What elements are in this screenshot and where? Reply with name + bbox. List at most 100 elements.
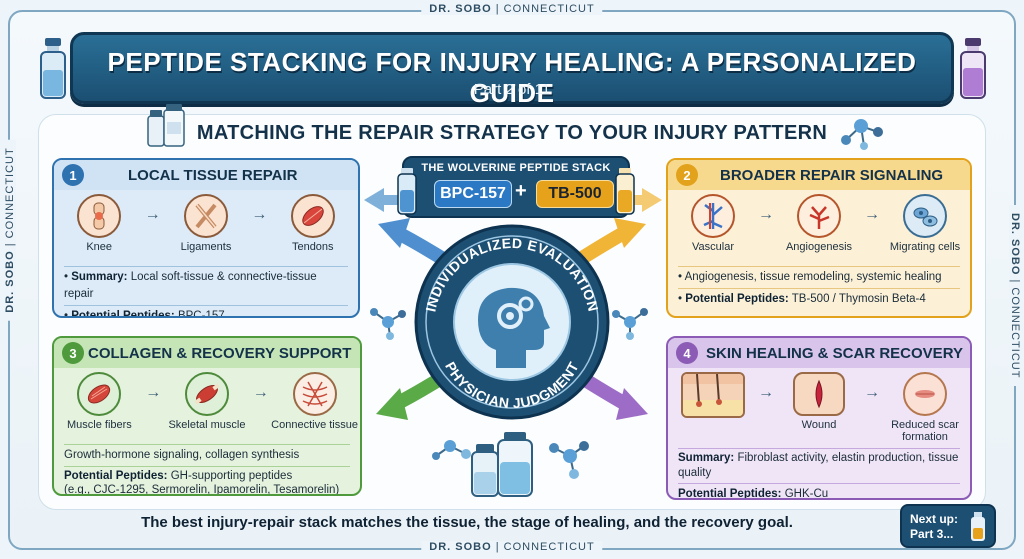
bottom-brand-label: DR. SOBO | CONNECTICUT <box>421 541 603 553</box>
wolverine-stack-box: THE WOLVERINE PEPTIDE STACK BPC-157 + TB… <box>402 156 630 218</box>
card3-icon-label-2: Skeletal muscle <box>168 419 246 431</box>
card4-icon-label-2: Wound <box>801 419 837 431</box>
arrow-right-icon: → <box>758 384 774 401</box>
knee-icon <box>77 194 122 238</box>
card3-peptides: Potential Peptides: GH-supporting peptid… <box>64 470 293 482</box>
vial-blue-icon <box>40 38 66 99</box>
vial-small-icon <box>971 512 985 541</box>
title-banner: PEPTIDE STACKING FOR INJURY HEALING: A P… <box>70 32 954 108</box>
right-brand-label: DR. SOBO | CONNECTICUT <box>1009 205 1021 387</box>
stack-title: THE WOLVERINE PEPTIDE STACK <box>421 162 611 174</box>
card3-icon-label-3: Connective tissue <box>271 419 358 431</box>
card1-icons: Knee → Ligaments → Tendons <box>54 190 358 264</box>
skeletal-muscle-icon <box>184 372 229 416</box>
card4-icon-item <box>668 372 758 421</box>
stack-vial-left-icon <box>397 168 417 215</box>
card3-divider <box>64 444 350 445</box>
arrow-right-icon: → <box>145 384 162 401</box>
vascular-icon <box>691 194 735 238</box>
section-title: MATCHING THE REPAIR STRATEGY TO YOUR INJ… <box>196 122 828 144</box>
svg-text:PHYSICIAN JUDGMENT: PHYSICIAN JUDGMENT <box>442 359 582 411</box>
card4-header: 4 SKIN HEALING & SCAR RECOVERY <box>668 338 970 368</box>
stack-pill-tb: TB-500 <box>536 180 614 208</box>
card2-icon-label-1: Vascular <box>692 241 734 253</box>
card4-icon-item: Reduced scar formation <box>880 372 970 443</box>
card3-icon-item: Connective tissue <box>270 372 360 431</box>
page-subtitle: Part 2 of 11 <box>473 81 551 98</box>
card2-summary: • Angiogenesis, tissue remodeling, syste… <box>678 271 942 283</box>
card2-divider <box>678 266 960 267</box>
page-title: PEPTIDE STACKING FOR INJURY HEALING: A P… <box>107 47 917 108</box>
card3-divider <box>64 466 350 467</box>
molecule-bottom-right-icon <box>549 441 589 479</box>
muscle-fibers-icon <box>77 372 122 416</box>
card4-divider <box>678 448 960 449</box>
molecule-icon <box>841 119 883 150</box>
card1-icon-item: Tendons <box>268 194 358 253</box>
card1-icon-label-2: Ligaments <box>180 241 232 253</box>
molecule-left-icon <box>370 308 406 340</box>
card1-divider <box>64 305 348 306</box>
card4-divider <box>678 483 960 484</box>
vial-purple-icon <box>960 38 986 99</box>
molecule-right-icon <box>612 308 648 340</box>
card4-number: 4 <box>676 342 698 364</box>
pill-bottles-icon <box>147 104 185 147</box>
migrating-cells-icon <box>903 194 947 238</box>
next-up-button[interactable]: Next up: Part 3... <box>900 504 996 548</box>
card2-title: BROADER REPAIR SIGNALING <box>720 166 944 184</box>
emblem-bottom-text: PHYSICIAN JUDGMENT <box>442 359 581 411</box>
wound-icon <box>793 372 845 416</box>
card1-icon-item: Ligaments <box>161 194 251 253</box>
card2-icon-label-2: Angiogenesis <box>785 241 853 253</box>
card4-title: SKIN HEALING & SCAR RECOVERY <box>706 344 963 362</box>
card1-peptides: • Potential Peptides: BPC-157 <box>64 310 225 318</box>
card2-icon-label-3: Migrating cells <box>889 241 961 253</box>
card3-icons: Muscle fibers → Skeletal muscle → Connec… <box>54 368 360 442</box>
card-local-tissue-repair: 1 LOCAL TISSUE REPAIR Knee → Ligaments →… <box>52 158 360 318</box>
ligaments-icon <box>183 194 228 238</box>
tendons-icon <box>290 194 335 238</box>
molecule-bottom-left-icon <box>432 440 471 460</box>
arrow-right-icon: → <box>864 206 880 223</box>
card3-header: 3 COLLAGEN & RECOVERY SUPPORT <box>54 338 360 368</box>
card1-icon-label-3: Tendons <box>291 241 334 253</box>
card1-divider <box>64 266 348 267</box>
card3-number: 3 <box>62 342 84 364</box>
card4-icon-label-3: Reduced scar formation <box>891 419 959 443</box>
next-up-label: Next up: <box>910 512 958 526</box>
card4-icon-item: Wound <box>774 372 864 431</box>
card4-icons: → Wound → Reduced scar formation <box>668 368 970 446</box>
card2-icon-item: Migrating cells <box>880 194 970 253</box>
left-brand-label: DR. SOBO | CONNECTICUT <box>4 139 16 321</box>
card2-header: 2 BROADER REPAIR SIGNALING <box>668 160 970 190</box>
stack-plus: + <box>515 180 527 202</box>
emblem-text-ring: INDIVIDUALIZED EVALUATION PHYSICIAN JUDG… <box>422 235 601 411</box>
card2-peptides: • Potential Peptides: TB-500 / Thymosin … <box>678 293 926 305</box>
next-up-part: Part 3... <box>910 527 954 541</box>
arrow-right-icon: → <box>758 206 774 223</box>
center-emblem <box>414 224 610 420</box>
top-brand-label: DR. SOBO | CONNECTICUT <box>421 3 603 15</box>
svg-text:INDIVIDUALIZED EVALUATION: INDIVIDUALIZED EVALUATION <box>422 235 601 313</box>
card2-icon-item: Vascular <box>668 194 758 253</box>
card1-number: 1 <box>62 164 84 186</box>
arrow-right-icon: → <box>144 206 161 223</box>
card3-peptide-examples: (e.g., CJC-1295, Sermorelin, Ipamorelin,… <box>64 484 340 496</box>
card-skin-healing-scar-recovery: 4 SKIN HEALING & SCAR RECOVERY → Wound →… <box>666 336 972 500</box>
card3-summary: Growth-hormone signaling, collagen synth… <box>64 449 300 461</box>
card2-divider <box>678 288 960 289</box>
card1-icon-label-1: Knee <box>86 241 113 253</box>
stack-pill-bpc: BPC-157 <box>434 180 512 208</box>
card3-title: COLLAGEN & RECOVERY SUPPORT <box>88 344 352 362</box>
arrow-right-icon: → <box>864 384 880 401</box>
footer-statement: The best injury-repair stack matches the… <box>141 514 793 531</box>
card-collagen-recovery-support: 3 COLLAGEN & RECOVERY SUPPORT Muscle fib… <box>52 336 362 496</box>
arrow-right-icon: → <box>252 384 269 401</box>
card4-peptides: Potential Peptides: GHK-Cu <box>678 488 829 500</box>
card3-icon-item: Muscle fibers <box>54 372 144 431</box>
card3-icon-item: Skeletal muscle <box>162 372 252 431</box>
card-broader-repair-signaling: 2 BROADER REPAIR SIGNALING Vascular → An… <box>666 158 972 318</box>
card2-icons: Vascular → Angiogenesis → Migrating cell… <box>668 190 970 264</box>
card3-icon-label-1: Muscle fibers <box>66 419 132 431</box>
